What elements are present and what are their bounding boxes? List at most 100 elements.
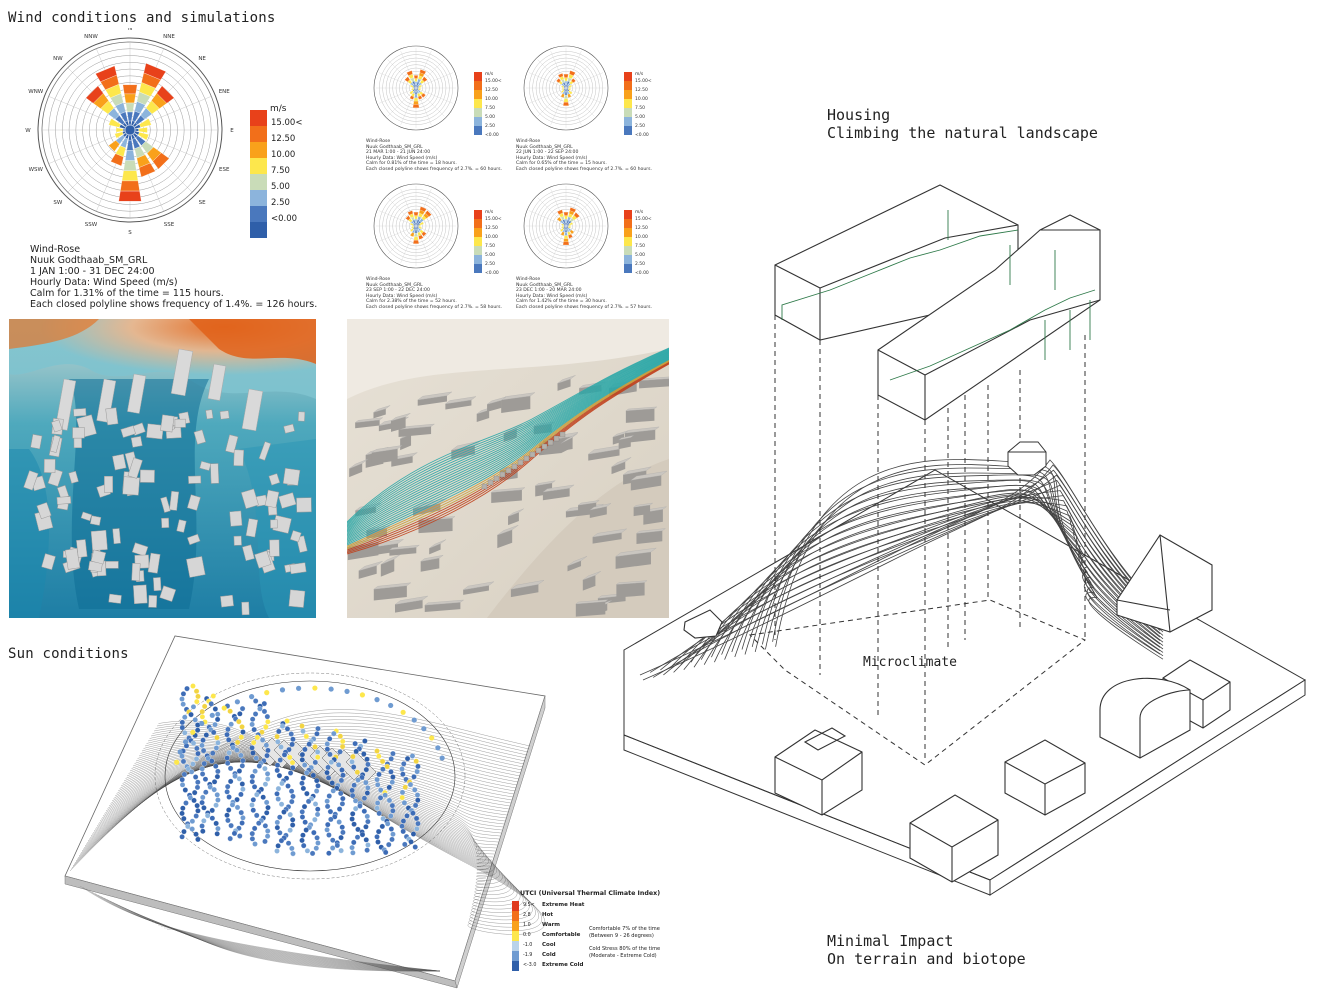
direction-label: SW: [53, 200, 62, 206]
sun-point: [276, 772, 283, 779]
sun-point: [352, 805, 359, 812]
contour: [703, 500, 1164, 665]
sun-point: [182, 730, 188, 736]
utci-label: Cool: [542, 942, 556, 948]
info-line: Each closed polyline shows frequency of …: [516, 166, 652, 172]
info-line: Nuuk Godthaab_SM_GRL: [366, 144, 423, 150]
sun-point: [328, 686, 334, 692]
wind-rose-bar: [414, 94, 418, 98]
sun-point: [287, 770, 294, 776]
wind-rose-bar: [123, 160, 137, 171]
info-line: Hourly Data: Wind Speed (m/s): [366, 155, 438, 161]
sun-point: [303, 770, 310, 776]
sun-point: [265, 804, 271, 811]
building: [112, 528, 121, 545]
sun-point: [261, 700, 268, 707]
building: [105, 561, 119, 569]
sun-point: [363, 837, 369, 843]
legend-swatch: [474, 246, 482, 255]
sun-point: [261, 708, 268, 715]
wind-rose-bar: [156, 85, 175, 104]
sun-point: [339, 801, 346, 807]
building: [241, 601, 250, 616]
sun-point: [209, 815, 216, 821]
sun-point: [376, 753, 382, 759]
utci-swatch: [512, 951, 519, 961]
sun-point: [313, 788, 320, 794]
sun-point: [299, 809, 305, 815]
building: [30, 434, 43, 450]
legend-swatch: [624, 108, 632, 117]
sun-point: [339, 824, 345, 830]
sun-point: [249, 830, 256, 837]
sun-point: [353, 748, 359, 755]
building-side: [501, 395, 531, 413]
sun-point: [195, 808, 201, 814]
sun-point: [209, 758, 215, 764]
contour: [97, 894, 441, 972]
building: [254, 550, 272, 569]
wind-rose-bar: [407, 210, 414, 216]
sun-point: [179, 724, 186, 731]
wind-rose-bar: [557, 209, 563, 215]
legend-value: 15.00<: [485, 78, 502, 84]
wind-streamlines: [347, 347, 669, 555]
utci-swatch: [512, 961, 519, 971]
streamline: [347, 353, 669, 536]
sun-path-site-model: [64, 635, 546, 989]
sun-point: [199, 742, 205, 749]
building: [120, 425, 136, 438]
sun-point: [287, 827, 293, 833]
wind-rose-bar: [414, 78, 418, 82]
sun-point: [379, 758, 386, 765]
wind-rose-bar: [414, 233, 418, 237]
wind-rose-bar: [563, 102, 569, 106]
sun-point: [193, 831, 199, 837]
sun-point: [224, 731, 230, 738]
contour: [109, 900, 441, 972]
building-small: [529, 451, 536, 458]
sun-point: [285, 840, 292, 846]
building-roof: [490, 487, 526, 493]
wind-rose-bar: [414, 215, 418, 220]
sun-point: [351, 839, 357, 846]
sun-point: [262, 838, 268, 845]
sun-point: [302, 746, 308, 753]
building-small: [499, 471, 506, 478]
direction-label: NE: [198, 56, 206, 62]
sun-point: [331, 730, 337, 737]
sun-point: [380, 766, 386, 772]
info-line: Wind-Rose: [516, 277, 541, 282]
building: [64, 548, 81, 570]
rock-w: [683, 609, 723, 639]
sun-point: [374, 800, 381, 806]
sun-point: [300, 832, 306, 838]
wind-rose-bar: [110, 153, 124, 167]
sun-point: [301, 762, 308, 768]
sun-point: [199, 823, 205, 829]
sun-point: [314, 777, 320, 784]
terrain-slab-side: [989, 679, 1306, 896]
direction-label: N: [128, 28, 132, 32]
sun-point: [185, 823, 191, 830]
legend-unit: m/s: [270, 104, 287, 114]
sun-point: [195, 779, 201, 785]
sun-point: [211, 786, 217, 793]
sun-point: [251, 825, 258, 832]
building-side: [510, 584, 539, 598]
utci-value: 9.5<: [523, 903, 535, 908]
sun-point: [194, 727, 201, 733]
wind-rose-bar: [411, 88, 415, 91]
sun-point: [306, 741, 312, 747]
building: [127, 457, 143, 479]
wind-rose-bar: [410, 222, 414, 226]
building-side: [400, 434, 412, 451]
building: [233, 535, 242, 546]
contour: [160, 926, 441, 972]
building-roof: [625, 406, 658, 412]
sun-point: [289, 741, 295, 748]
sun-point: [192, 774, 199, 780]
sun-point: [404, 755, 411, 762]
